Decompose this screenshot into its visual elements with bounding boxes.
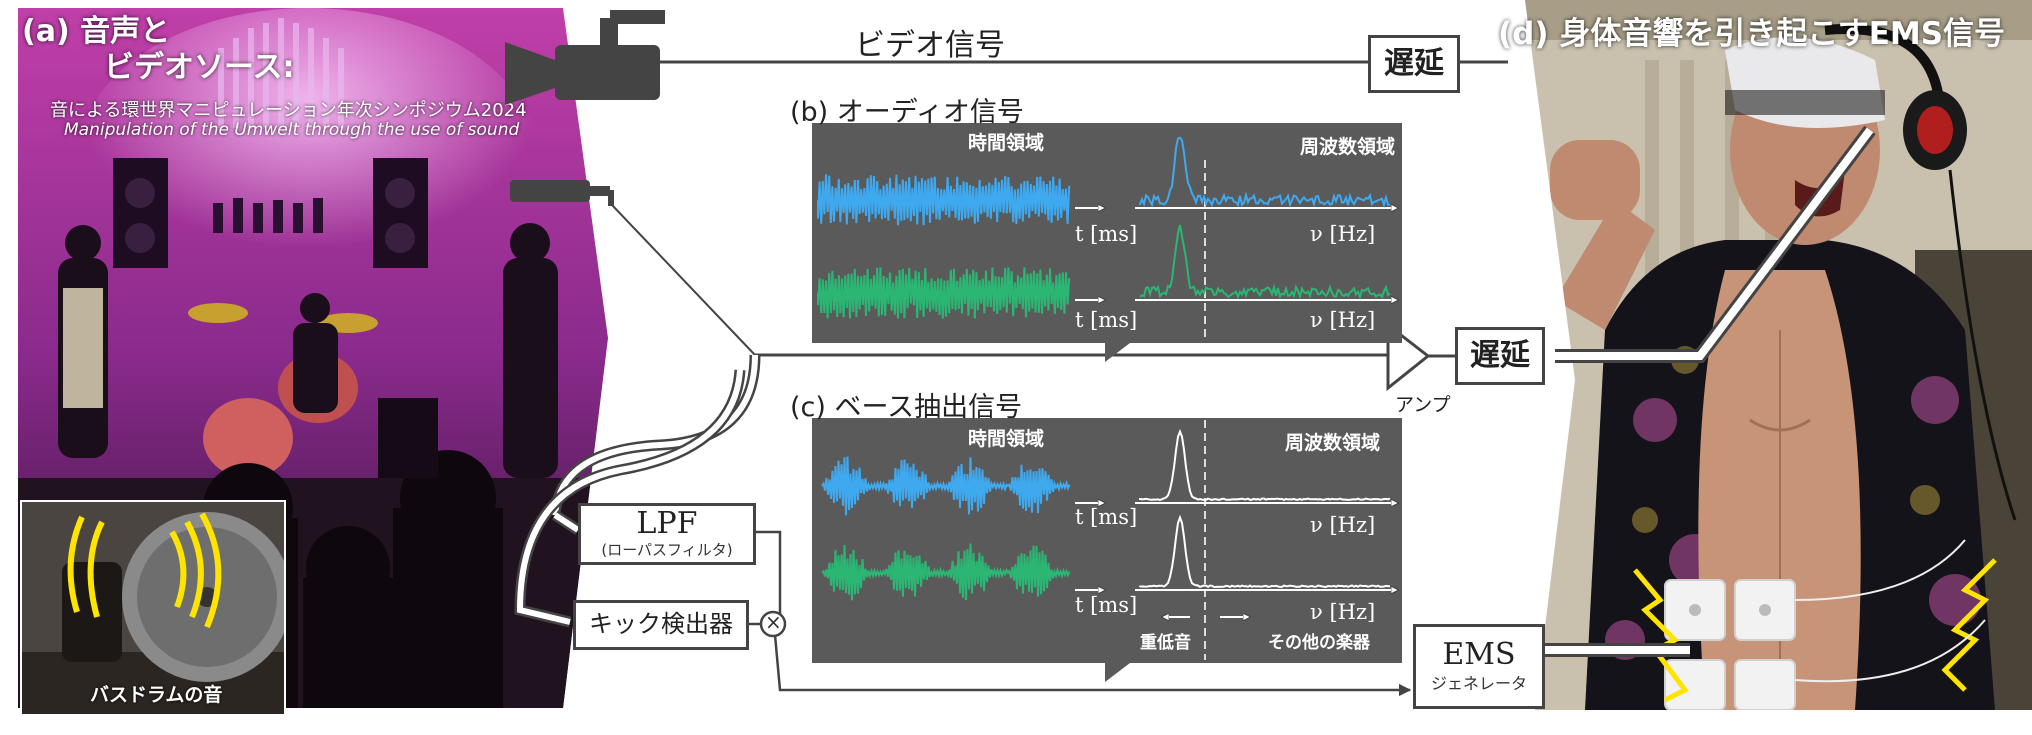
banner-english-text: Manipulation of the Umwelt through the u… [64, 120, 520, 140]
bass-t-axis-2: t [ms] [1075, 593, 1138, 617]
other-instruments-label: その他の楽器 [1268, 633, 1370, 653]
audio-freq-domain-label: 周波数領域 [1300, 136, 1396, 158]
inset-caption: バスドラムの音 [90, 684, 223, 706]
green-spectrum [1139, 224, 1391, 300]
bass-signal-label: (c) ベース抽出信号 [790, 392, 1023, 423]
blue-waveform-time [817, 174, 1071, 226]
video-signal-label: ビデオ信号 [855, 28, 1005, 63]
photo-d-label: (d) 身体音響を引き起こすEMS信号 [1498, 16, 2006, 52]
bass-nu-axis-1: ν [Hz] [1310, 513, 1376, 537]
audio-nu-axis-2: ν [Hz] [1310, 308, 1376, 332]
bass-nu-axis-2: ν [Hz] [1310, 600, 1376, 624]
green-waveform-time [817, 267, 1071, 319]
audio-nu-axis-1: ν [Hz] [1310, 222, 1376, 246]
kick-detector-box: キック検出器 [573, 600, 749, 650]
photo-a-label-line2: ビデオソース: [104, 50, 295, 85]
green-bass-waveform [821, 543, 1071, 601]
blue-spectrum [1139, 136, 1391, 209]
lpf-sub-label: (ローパスフィルタ) [601, 541, 733, 560]
bass-time-domain-label: 時間領域 [968, 428, 1045, 450]
video-camera-icon [505, 10, 665, 105]
amp-label: アンプ [1395, 394, 1451, 416]
video-delay-box: 遅延 [1368, 35, 1460, 93]
multiply-node [759, 610, 787, 638]
bass-spectrum-1 [1139, 428, 1391, 502]
audio-t-axis-1: t [ms] [1075, 222, 1138, 246]
kick-detector-label: キック検出器 [589, 610, 733, 639]
lpf-label: LPF [636, 505, 698, 541]
bass-t-axis-1: t [ms] [1075, 505, 1138, 529]
low-bass-label: 重低音 [1140, 633, 1191, 653]
audio-signal-label: (b) オーディオ信号 [790, 97, 1024, 128]
audio-delay-label: 遅延 [1470, 338, 1530, 374]
ems-label: EMS [1442, 636, 1516, 672]
bass-drum-inset [20, 500, 286, 716]
banner-japanese-text: 音による環世界マニピュレーション年次シンポジウム2024 [50, 100, 527, 121]
audio-t-axis-2: t [ms] [1075, 308, 1138, 332]
photo-a-label-line1: (a) 音声と [22, 14, 171, 49]
audio-time-domain-label: 時間領域 [968, 132, 1045, 154]
bass-freq-domain-label: 周波数領域 [1285, 432, 1381, 454]
blue-bass-waveform [821, 456, 1071, 516]
video-delay-label: 遅延 [1384, 46, 1444, 82]
ems-generator-box: EMS ジェネレータ [1413, 624, 1545, 709]
lpf-box: LPF (ローパスフィルタ) [578, 503, 756, 565]
microphone-icon [510, 180, 614, 206]
audio-delay-box: 遅延 [1455, 327, 1545, 385]
bass-spectrum-2 [1139, 514, 1391, 589]
audio-signal-panel [812, 123, 1402, 362]
bass-signal-panel [812, 418, 1402, 682]
ems-sub-label: ジェネレータ [1430, 674, 1527, 694]
multiply-symbol: × [765, 610, 782, 634]
